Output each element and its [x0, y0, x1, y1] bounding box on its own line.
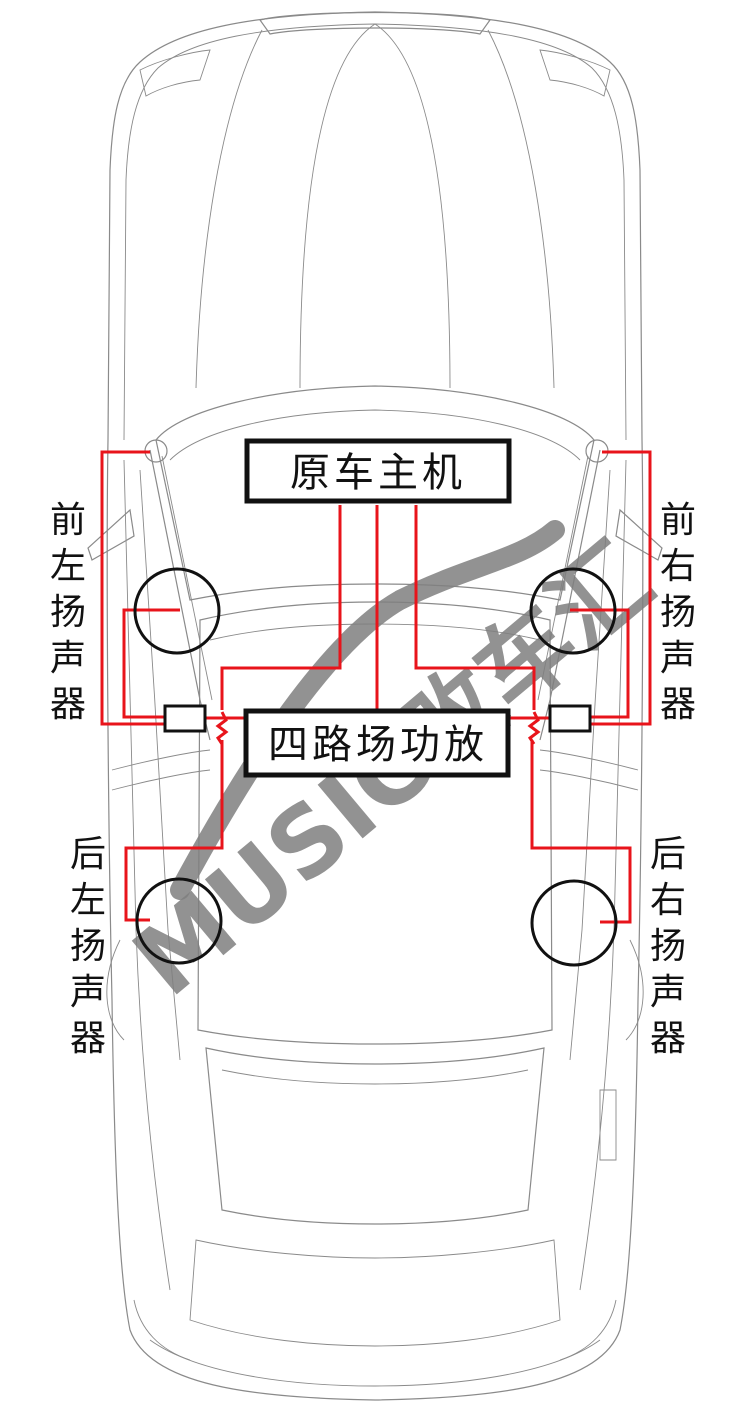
label-rear-left-char: 扬 [70, 926, 106, 967]
label-front-left-char: 器 [50, 684, 86, 725]
label-front-right-char: 器 [660, 684, 696, 725]
label-front-right: 前 右 扬 声 器 [660, 500, 696, 725]
label-rear-right-char: 右 [650, 880, 686, 921]
car-outline [87, 11, 663, 1401]
wire-rr [530, 740, 632, 924]
label-front-left-char: 前 [50, 500, 86, 541]
wire-fr-outer [590, 450, 652, 726]
wire-zigzag-right [527, 711, 541, 745]
label-rear-left-char: 后 [70, 834, 106, 875]
label-rear-right-char: 扬 [650, 926, 686, 967]
amplifier: 四路场功放 [243, 708, 511, 778]
label-rear-right-char: 后 [650, 834, 686, 875]
label-rear-right: 后 右 扬 声 器 [650, 834, 686, 1059]
speaker-front-right [529, 567, 617, 655]
speaker-rear-right [530, 879, 618, 967]
label-rear-left-char: 声 [70, 972, 106, 1013]
wire-fr-inner [570, 608, 630, 719]
label-front-left-char: 扬 [50, 592, 86, 633]
amplifier-box [243, 708, 511, 778]
speaker-rear-left [135, 877, 223, 965]
head-unit-label: 原车主机 [290, 450, 466, 496]
wire-fl-outer [100, 450, 165, 726]
watermark-swoosh [170, 520, 565, 900]
connector-right [548, 704, 592, 733]
head-unit: 原车主机 [244, 438, 512, 504]
label-front-left-char: 声 [50, 638, 86, 679]
label-rear-left-char: 左 [70, 880, 106, 921]
amplifier-label: 四路场功放 [268, 722, 488, 768]
label-rear-left-char: 器 [70, 1018, 106, 1059]
wire-rl [124, 740, 224, 922]
label-rear-right-char: 器 [650, 1018, 686, 1059]
connector-left [163, 704, 207, 733]
label-front-left-char: 左 [50, 546, 86, 587]
wire-head-to-amp-left [220, 505, 342, 710]
label-front-right-char: 声 [660, 638, 696, 679]
head-unit-box [244, 438, 512, 504]
wiring [100, 450, 652, 924]
wire-zigzag-left [215, 711, 229, 745]
label-front-right-char: 扬 [660, 592, 696, 633]
wire-fl-inner [122, 608, 180, 719]
wire-head-to-amp-right [414, 505, 536, 710]
label-front-right-char: 前 [660, 500, 696, 541]
label-rear-right-char: 声 [650, 972, 686, 1013]
label-rear-left: 后 左 扬 声 器 [70, 834, 106, 1059]
label-front-left: 前 左 扬 声 器 [50, 500, 86, 725]
label-front-right-char: 右 [660, 546, 696, 587]
speaker-front-left [133, 567, 221, 655]
